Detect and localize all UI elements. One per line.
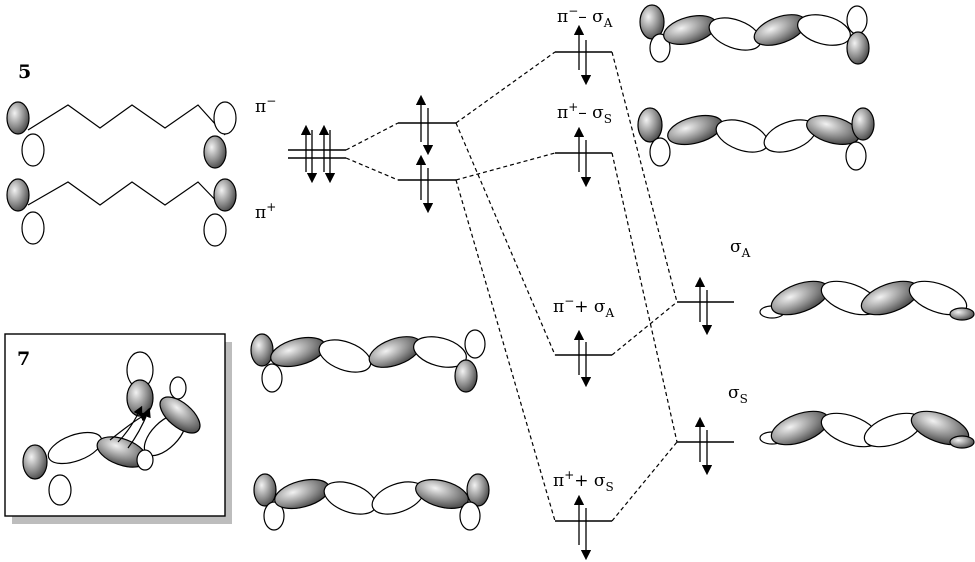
label-pi-minus-plus-sigma-a: π−+ σA: [553, 294, 615, 320]
mo-pi-plus-plus-sigma-s: [253, 473, 490, 531]
label-pi-plus-plus-sigma-s: π++ σS: [553, 468, 614, 494]
electron-arrows: [300, 24, 713, 561]
compound-label-7: 7: [17, 348, 30, 370]
label-pi-minus-minus-sigma-a: π−– σA: [557, 4, 613, 30]
energy-levels: [288, 51, 734, 522]
label-sigma-s: σS: [728, 383, 748, 406]
compound-label-5: 5: [18, 61, 31, 83]
inset-orbital-drawing: [22, 351, 201, 506]
mo-sigma-s: [759, 410, 975, 449]
pi-minus-label: π−: [255, 94, 276, 117]
mo-pi-plus-minus-sigma-s: [637, 107, 875, 171]
inset-interaction-arrows: [109, 405, 151, 449]
label-pi-plus-minus-sigma-s: π+– σS: [557, 100, 612, 126]
mo-pi-minus-minus-sigma-a: [639, 4, 870, 65]
pi-minus-orbital: [6, 101, 237, 169]
correlation-lines: [345, 51, 678, 522]
pi-plus-label: π+: [255, 200, 276, 223]
mo-sigma-a: [759, 280, 975, 321]
label-sigma-a: σA: [730, 237, 751, 260]
mo-pi-minus-plus-sigma-a: [250, 329, 486, 393]
pi-plus-orbital: [6, 178, 237, 247]
